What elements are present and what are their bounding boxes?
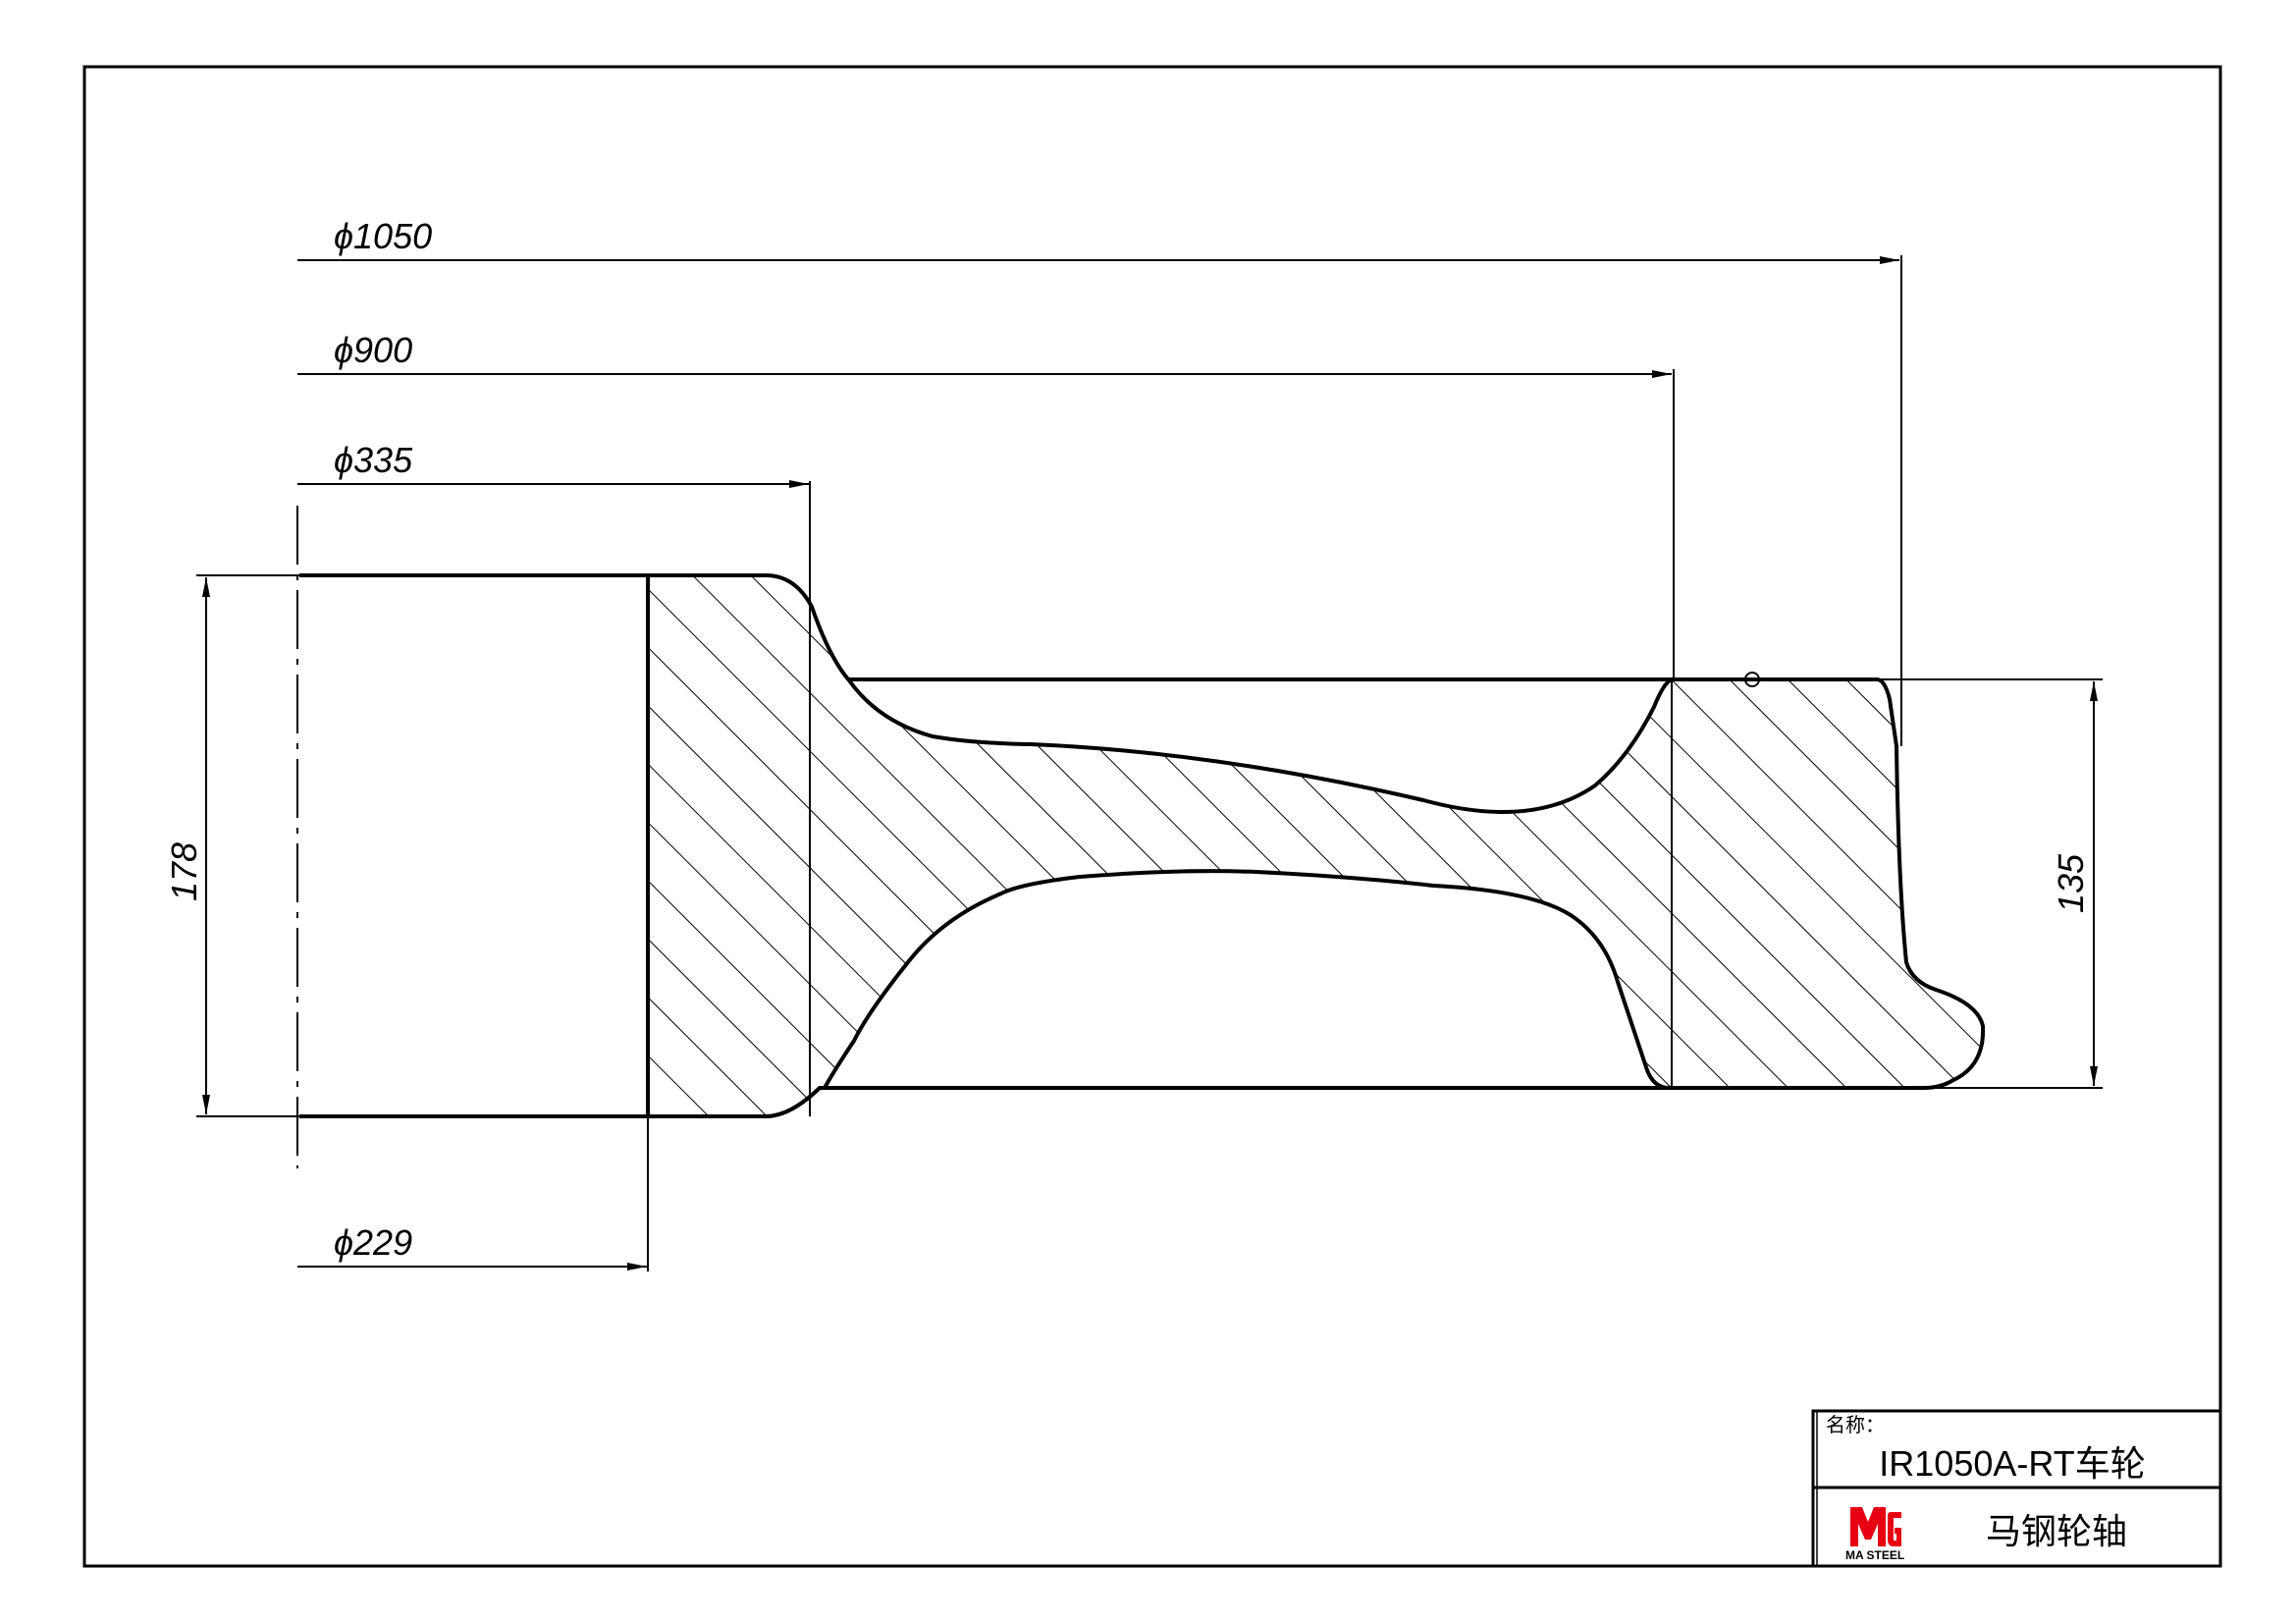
company-name: 马钢轮轴	[1986, 1512, 2127, 1552]
dim-text-1050: ϕ1050	[334, 216, 432, 256]
title-block: 名称： IR1050A-RT车轮 马钢轮轴 MA STEEL	[1811, 1409, 2220, 1566]
dim-text-229: ϕ229	[334, 1222, 412, 1263]
wheel-section	[646, 573, 1986, 1118]
dim-text-900: ϕ900	[334, 330, 412, 370]
dim-text-135: 135	[2051, 853, 2091, 913]
dim-text-335: ϕ335	[334, 440, 413, 480]
logo-text: MA STEEL	[1845, 1548, 1904, 1562]
part-name: IR1050A-RT车轮	[1879, 1443, 2145, 1484]
ma-steel-logo: MA STEEL	[1845, 1507, 1904, 1562]
dim-text-178: 178	[164, 842, 204, 901]
rim-notch	[1744, 672, 1760, 687]
drawing-border	[82, 65, 2222, 1568]
name-label: 名称：	[1826, 1413, 1885, 1436]
